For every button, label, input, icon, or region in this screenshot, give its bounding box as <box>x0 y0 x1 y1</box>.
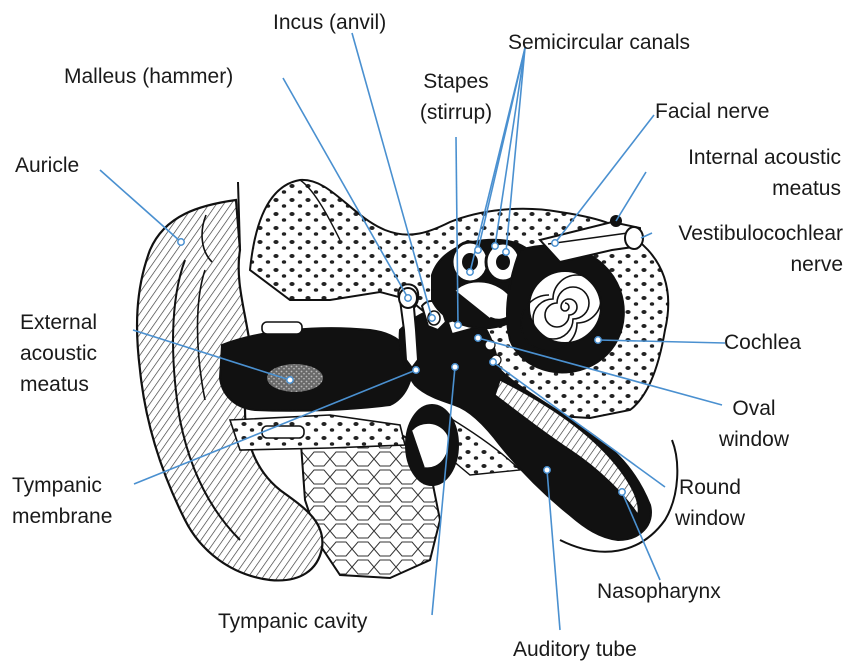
label-vestibulocochlear-line1: Vestibulocochlear <box>640 218 843 249</box>
label-incus: Incus (anvil) <box>273 7 386 38</box>
label-tympanic-membrane: Tympanic membrane <box>12 470 112 532</box>
label-round-window: Round window <box>664 472 756 534</box>
label-stapes: Stapes (stirrup) <box>404 66 508 128</box>
label-tympanic-cavity: Tympanic cavity <box>218 606 367 637</box>
label-external-line2: acoustic <box>20 338 97 369</box>
label-nasopharynx: Nasopharynx <box>597 576 721 607</box>
label-round-line2: window <box>664 503 756 534</box>
leader-tympanic-cavity <box>432 367 455 615</box>
label-internal-meatus-line2: meatus <box>620 173 841 204</box>
label-facial-nerve: Facial nerve <box>655 96 769 127</box>
label-semicircular-canals: Semicircular canals <box>508 27 690 58</box>
label-membrane-line2: membrane <box>12 501 112 532</box>
label-external-line1: External <box>20 307 97 338</box>
label-membrane-line1: Tympanic <box>12 470 112 501</box>
label-external-line3: meatus <box>20 369 97 400</box>
label-internal-acoustic-meatus: Internal acoustic meatus <box>620 142 841 204</box>
label-stapes-line2: (stirrup) <box>404 97 508 128</box>
label-vestibulocochlear-line2: nerve <box>640 249 843 280</box>
label-oval-line2: window <box>712 424 796 455</box>
label-vestibulocochlear-nerve: Vestibulocochlear nerve <box>640 218 843 280</box>
label-auditory-tube: Auditory tube <box>513 634 637 665</box>
anatomy-illustration <box>137 180 677 581</box>
label-round-line1: Round <box>664 472 756 503</box>
label-malleus: Malleus (hammer) <box>64 61 233 92</box>
label-cochlea: Cochlea <box>724 327 801 358</box>
label-auricle: Auricle <box>15 150 79 181</box>
leader-auricle <box>100 170 181 242</box>
label-internal-meatus-line1: Internal acoustic <box>620 142 841 173</box>
label-stapes-line1: Stapes <box>404 66 508 97</box>
label-oval-window: Oval window <box>712 393 796 455</box>
label-external-acoustic-meatus: External acoustic meatus <box>20 307 97 400</box>
label-oval-line1: Oval <box>712 393 796 424</box>
